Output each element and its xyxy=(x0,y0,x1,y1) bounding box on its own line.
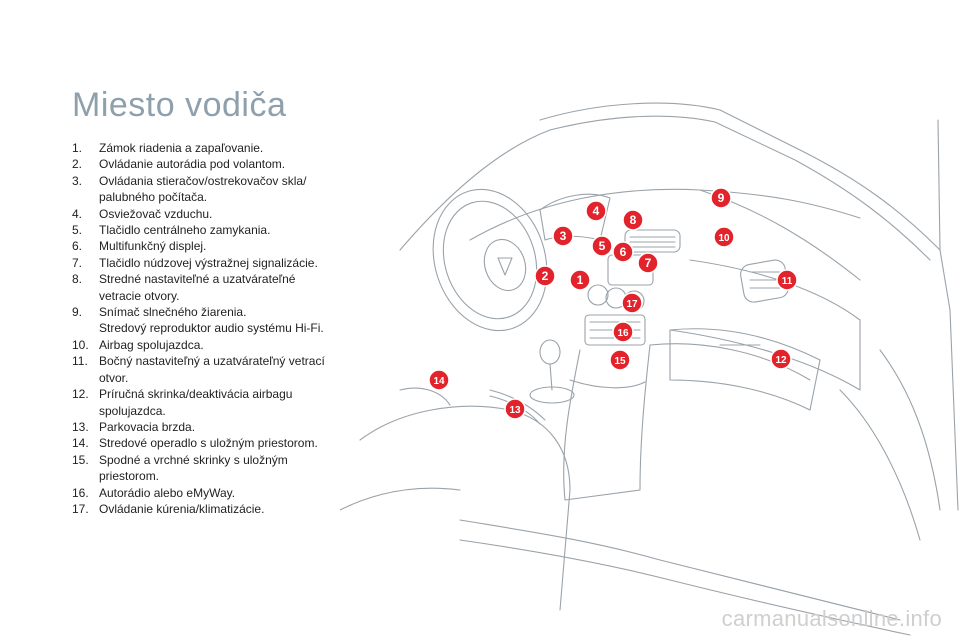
legend-item: 6.Multifunkčný displej. xyxy=(72,239,207,254)
legend-item: 2.Ovládanie autorádia pod volantom. xyxy=(72,157,286,172)
legend-item: 1.Zámok riadenia a zapaľovanie. xyxy=(72,141,264,155)
legend-item: 14.Stredové operadlo s uložným priestoro… xyxy=(72,436,318,451)
callout-marker-label: 11 xyxy=(782,276,793,287)
callout-marker-4: 4 xyxy=(585,200,607,222)
legend-item: 9.Snímač slnečného žiarenia.Stredový rep… xyxy=(72,305,324,336)
watermark: carmanualsonline.info xyxy=(721,606,942,631)
page-title: Miesto vodiča xyxy=(72,86,287,124)
callout-marker-11: 11 xyxy=(776,269,798,291)
callout-marker-label: 7 xyxy=(645,256,652,270)
callout-marker-13: 13 xyxy=(504,398,526,420)
callout-marker-label: 9 xyxy=(718,191,725,205)
callout-marker-label: 6 xyxy=(620,245,627,259)
steering-wheel xyxy=(432,188,548,332)
callout-marker-label: 12 xyxy=(775,355,787,366)
callout-marker-label: 5 xyxy=(599,239,606,253)
legend-item: 10.Airbag spolujazdca. xyxy=(72,337,204,352)
legend-item: 17.Ovládanie kúrenia/klimatizácie. xyxy=(72,501,265,516)
callout-marker-label: 4 xyxy=(593,204,600,218)
legend-item: 7.Tlačidlo núdzovej výstražnej signalizá… xyxy=(72,255,318,270)
callout-marker-5: 5 xyxy=(591,235,613,257)
callout-marker-10: 10 xyxy=(713,226,735,248)
callout-marker-label: 15 xyxy=(614,356,626,367)
callout-marker-3: 3 xyxy=(552,225,574,247)
callout-marker-7: 7 xyxy=(637,252,659,274)
legend-item: 16.Autorádio alebo eMyWay. xyxy=(72,485,236,500)
center-vents xyxy=(624,229,681,253)
callout-marker-label: 10 xyxy=(718,233,730,244)
callout-marker-16: 16 xyxy=(612,321,634,343)
legend-item: 13.Parkovacia brzda. xyxy=(72,419,196,434)
callout-marker-8: 8 xyxy=(622,209,644,231)
callout-marker-label: 8 xyxy=(630,213,637,227)
gear-lever xyxy=(529,339,575,404)
callout-marker-label: 1 xyxy=(577,273,584,287)
callout-marker-label: 13 xyxy=(509,405,521,416)
callout-marker-17: 17 xyxy=(621,292,643,314)
callout-marker-1: 1 xyxy=(569,269,591,291)
callout-marker-6: 6 xyxy=(612,241,634,263)
legend-item: 3.Ovládania stieračov/ostrekovačov skla/… xyxy=(72,173,307,205)
legend-item: 4.Osviežovač vzduchu. xyxy=(72,206,213,221)
callout-marker-9: 9 xyxy=(710,187,732,209)
callout-marker-label: 14 xyxy=(433,376,445,387)
callout-marker-2: 2 xyxy=(534,265,556,287)
radio-unit xyxy=(584,314,646,346)
callout-marker-label: 17 xyxy=(626,299,638,310)
callout-marker-15: 15 xyxy=(609,349,631,371)
callout-marker-label: 3 xyxy=(560,229,567,243)
legend-item: 5.Tlačidlo centrálneho zamykania. xyxy=(72,223,271,238)
callout-marker-label: 16 xyxy=(617,328,629,339)
legend-list: 1.Zámok riadenia a zapaľovanie. 2.Ovláda… xyxy=(72,140,362,517)
legend-item: 11.Bočný nastaviteľný a uzatvárateľný ve… xyxy=(72,354,325,385)
glovebox xyxy=(669,328,821,411)
callout-marker-12: 12 xyxy=(770,348,792,370)
callout-marker-label: 2 xyxy=(542,269,549,283)
callout-marker-14: 14 xyxy=(428,369,450,391)
